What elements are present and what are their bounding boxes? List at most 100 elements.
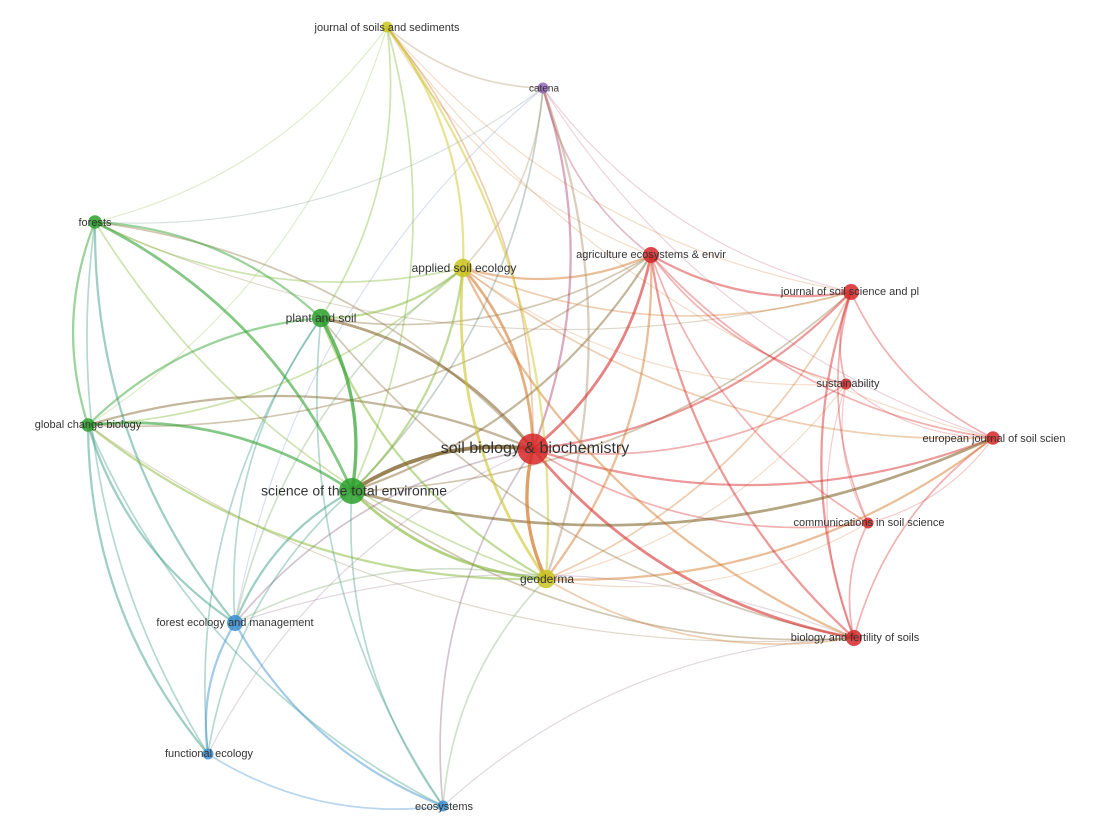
node-cssp[interactable]: [862, 517, 874, 529]
link-sbb-stoten: [350, 445, 535, 493]
link-plantsoil-ecos: [316, 317, 444, 807]
node-gcb[interactable]: [81, 418, 95, 432]
link-gcb-jss: [87, 26, 388, 426]
node-label-stoten[interactable]: science of the total environme: [261, 483, 447, 499]
link-cssp-bfs: [848, 522, 869, 639]
link-jss-jsspn: [386, 26, 852, 293]
link-plantsoil-agee: [320, 254, 652, 326]
node-jss[interactable]: [381, 21, 393, 33]
link-agee-jsspn: [649, 253, 853, 298]
link-forests-fecol: [86, 221, 209, 755]
link-agee-sust: [650, 254, 847, 385]
node-label-catena[interactable]: catena: [529, 84, 559, 95]
link-plantsoil-ase: [319, 266, 465, 320]
link-stoten-jsspn: [351, 291, 852, 492]
link-plantsoil-fecol: [204, 317, 322, 755]
link-layer: [71, 25, 995, 810]
link-catena-feco: [234, 87, 544, 624]
link-stoten-gcb: [86, 421, 354, 493]
link-jsspn-sust: [839, 291, 852, 385]
link-sust-bfs: [826, 383, 855, 639]
link-sbb-agee: [531, 253, 653, 451]
link-geoderma-sust: [545, 383, 847, 580]
node-label-feco[interactable]: forest ecology and management: [156, 617, 313, 629]
link-jsspn-bfs: [820, 290, 856, 640]
node-label-jsspn[interactable]: journal of soil science and pl: [780, 286, 919, 298]
link-stoten-geoderma: [350, 489, 548, 581]
node-label-gcb[interactable]: global change biology: [35, 419, 142, 431]
link-jss-agee: [386, 26, 652, 256]
node-ase[interactable]: [453, 258, 473, 278]
node-jsspn[interactable]: [843, 284, 859, 300]
link-ase-sust: [462, 267, 847, 386]
link-gcb-geoderma: [86, 423, 548, 581]
link-stoten-bfs: [351, 490, 855, 641]
node-bfs[interactable]: [846, 630, 862, 646]
node-catena[interactable]: [537, 82, 549, 94]
link-stoten-ase: [350, 266, 465, 493]
link-plantsoil-gcb: [86, 316, 323, 427]
link-geoderma-cssp: [545, 522, 869, 588]
link-ase-ejss: [462, 267, 994, 440]
node-plantsoil[interactable]: [311, 308, 331, 328]
link-sbb-bfs: [531, 447, 856, 640]
node-label-forests[interactable]: forests: [78, 217, 112, 229]
link-geoderma-ecos: [442, 578, 547, 807]
node-label-geoderma[interactable]: geoderma: [520, 572, 574, 586]
link-bfs-ecos: [442, 637, 855, 807]
link-feco-ecos: [233, 621, 445, 808]
link-catena-jsspn: [542, 87, 852, 293]
link-forests-ase: [94, 221, 464, 283]
label-layer: soil biology & biochemistry science of th…: [35, 22, 1066, 813]
link-geoderma-jss: [385, 25, 550, 581]
link-sbb-cssp: [532, 448, 869, 529]
node-sust[interactable]: [840, 378, 852, 390]
link-sbb-ase: [461, 266, 535, 451]
link-sust-cssp: [841, 383, 869, 524]
link-stoten-catena: [351, 87, 544, 492]
node-ecos[interactable]: [437, 800, 449, 812]
node-agee[interactable]: [643, 247, 659, 263]
link-sbb-gcb: [86, 394, 535, 451]
node-label-jss[interactable]: journal of soils and sediments: [314, 22, 460, 34]
link-stoten-jss: [351, 26, 414, 492]
node-label-agee[interactable]: agriculture ecosystems & envir: [576, 249, 726, 261]
link-geoderma-ejss: [544, 436, 995, 581]
node-feco[interactable]: [227, 615, 243, 631]
node-label-bfs[interactable]: biology and fertility of soils: [791, 632, 920, 644]
node-geoderma[interactable]: [536, 569, 556, 589]
node-ejss[interactable]: [986, 431, 1000, 445]
link-jss-catena: [386, 26, 544, 89]
link-geoderma-agee: [544, 253, 653, 581]
link-forests-catena: [94, 87, 544, 224]
node-label-sust[interactable]: sustainability: [817, 378, 880, 390]
link-sbb-jss: [386, 26, 534, 450]
link-sbb-ejss: [531, 436, 995, 487]
link-stoten-plantsoil: [319, 316, 358, 493]
link-sbb-catena: [531, 86, 572, 451]
link-gcb-fecol: [86, 423, 210, 756]
node-stoten[interactable]: [339, 478, 365, 504]
node-label-sbb[interactable]: soil biology & biochemistry: [441, 440, 630, 457]
link-forests-gcb: [71, 220, 97, 427]
link-sbb-sust: [532, 383, 847, 455]
node-label-plantsoil[interactable]: plant and soil: [286, 311, 357, 325]
node-sbb[interactable]: [517, 433, 549, 465]
link-jsspn-ejss: [850, 291, 994, 439]
link-forests-jsspn: [94, 221, 852, 331]
link-geoderma-catena: [541, 86, 590, 581]
node-forests[interactable]: [88, 215, 102, 229]
link-forests-feco: [93, 220, 237, 625]
link-sbb-geoderma: [525, 447, 548, 581]
node-label-ecos[interactable]: ecosystems: [415, 801, 474, 813]
node-label-ejss[interactable]: european journal of soil scien: [922, 433, 1065, 445]
node-fecol[interactable]: [202, 748, 214, 760]
node-label-ase[interactable]: applied soil ecology: [412, 261, 517, 275]
node-label-cssp[interactable]: communications in soil science: [793, 517, 944, 529]
link-forests-jss: [94, 26, 388, 223]
link-feco-fecol: [204, 621, 237, 756]
node-label-fecol[interactable]: functional ecology: [165, 748, 254, 760]
link-sbb-fecol: [207, 448, 534, 755]
link-agee-ejss: [650, 254, 994, 439]
